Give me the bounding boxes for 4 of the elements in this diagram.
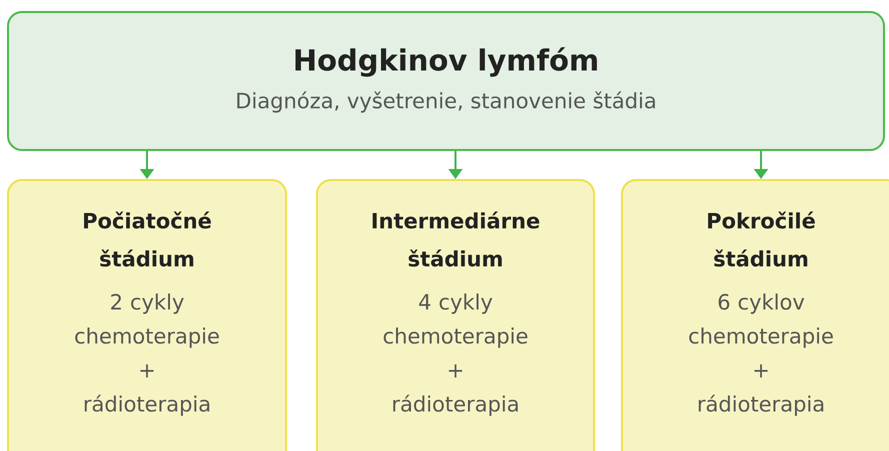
stage-box: Počiatočné štádium 2 cykly chemoterapie + rádioterapia — [7, 179, 287, 451]
stage-box: Pokročilé štádium 6 cyklov chemoterapie + rádioterapia — [621, 179, 889, 451]
diagnosis-box: Hodgkinov lymfóm Diagnóza, vyšetrenie, stanovenie štádia — [7, 11, 885, 151]
stage-box: Intermediárne štádium 4 cykly chemoterapie + rádioterapia — [316, 179, 595, 451]
